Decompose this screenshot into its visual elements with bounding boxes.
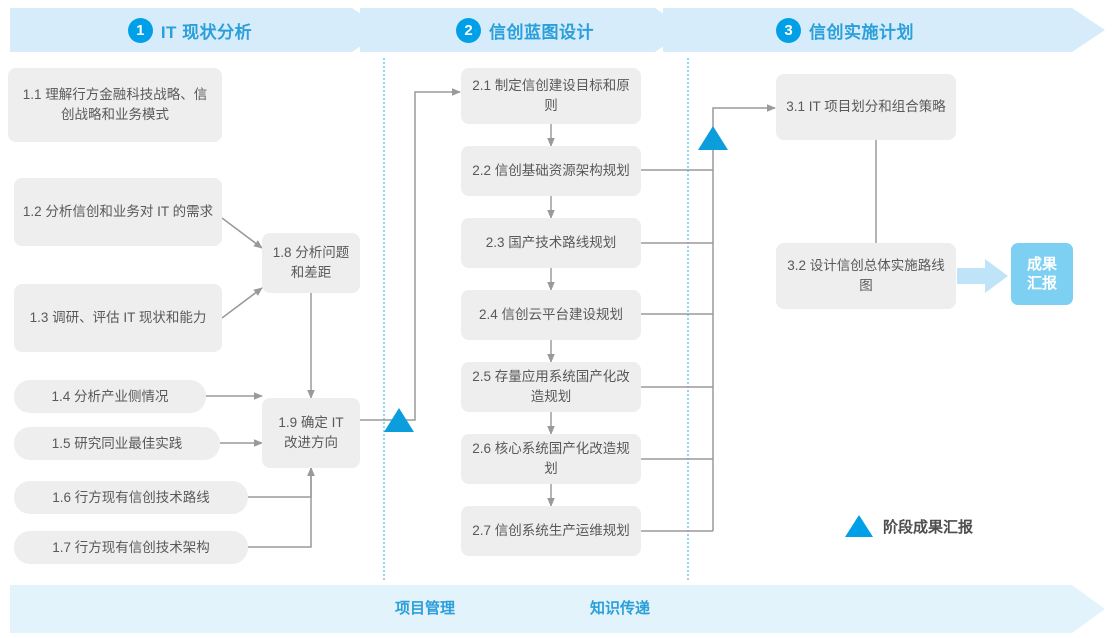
phase-number-1: 1 [127,17,153,43]
process-box-2-3[interactable]: 2.3 国产技术路线规划 [461,218,641,268]
process-box-3-1[interactable]: 3.1 IT 项目划分和组合策略 [776,74,956,140]
legend-label: 阶段成果汇报 [883,518,974,536]
phase-title-2: 信创蓝图设计 [489,22,594,42]
process-box-2-6[interactable]: 2.6 核心系统国产化改造规划 [461,434,641,484]
phase-header-3[interactable]: 3 信创实施计划 [680,8,1010,52]
phase-number-2: 2 [456,17,481,43]
triangle-icon [845,515,873,537]
process-box-1-7[interactable]: 1.7 行方现有信创技术架构 [14,531,248,564]
process-box-1-9[interactable]: 1.9 确定 IT 改进方向 [262,398,360,468]
legend: 阶段成果汇报 [845,515,973,537]
process-box-2-2[interactable]: 2.2 信创基础资源架构规划 [461,146,641,196]
edge-1.9-to-2.1 [360,88,461,421]
milestone-triangle-phase2 [698,126,728,150]
phase-number-3: 3 [776,17,801,43]
phase-header-1[interactable]: 1 IT 现状分析 [10,8,370,52]
milestone-triangle-phase1 [384,408,414,432]
phase-header-bar: 1 IT 现状分析 2 信创蓝图设计 3 信创实施计划 [0,8,1115,52]
edge-1.3-to-1.8 [221,287,263,319]
process-box-2-1[interactable]: 2.1 制定信创建设目标和原则 [461,68,641,124]
process-box-1-4[interactable]: 1.4 分析产业侧情况 [14,380,206,413]
edge-1.2-to-1.8 [221,217,263,249]
edge-1.6-to-1.9 [248,467,315,498]
process-box-2-5[interactable]: 2.5 存量应用系统国产化改造规划 [461,362,641,412]
process-box-1-5[interactable]: 1.5 研究同业最佳实践 [14,427,220,460]
process-box-1-3[interactable]: 1.3 调研、评估 IT 现状和能力 [14,284,222,352]
phase-header-2[interactable]: 2 信创蓝图设计 [370,8,680,52]
result-badge-label: 成果 汇报 [1026,255,1057,293]
edge-1.7-to-1.9 [248,467,315,548]
result-block-arrow [957,259,1008,293]
process-box-2-7[interactable]: 2.7 信创系统生产运维规划 [461,506,641,556]
edge-bus-to-3.1 [712,104,776,531]
bottom-band: 项目管理 知识传递 [0,585,1115,633]
process-box-1-1[interactable]: 1.1 理解行方金融科技战略、信创战略和业务模式 [8,68,222,142]
phase-title-3: 信创实施计划 [809,22,914,42]
process-box-1-6[interactable]: 1.6 行方现有信创技术路线 [14,481,248,514]
bottom-label-project-management[interactable]: 项目管理 [395,600,456,617]
process-box-3-2[interactable]: 3.2 设计信创总体实施路线图 [776,243,956,309]
phase-title-1: IT 现状分析 [160,22,253,42]
result-badge[interactable]: 成果 汇报 [1011,243,1073,305]
bottom-label-knowledge-transfer[interactable]: 知识传递 [590,600,651,617]
process-box-1-8[interactable]: 1.8 分析问题和差距 [262,233,360,293]
process-box-2-4[interactable]: 2.4 信创云平台建设规划 [461,290,641,340]
process-box-1-2[interactable]: 1.2 分析信创和业务对 IT 的需求 [14,178,222,246]
